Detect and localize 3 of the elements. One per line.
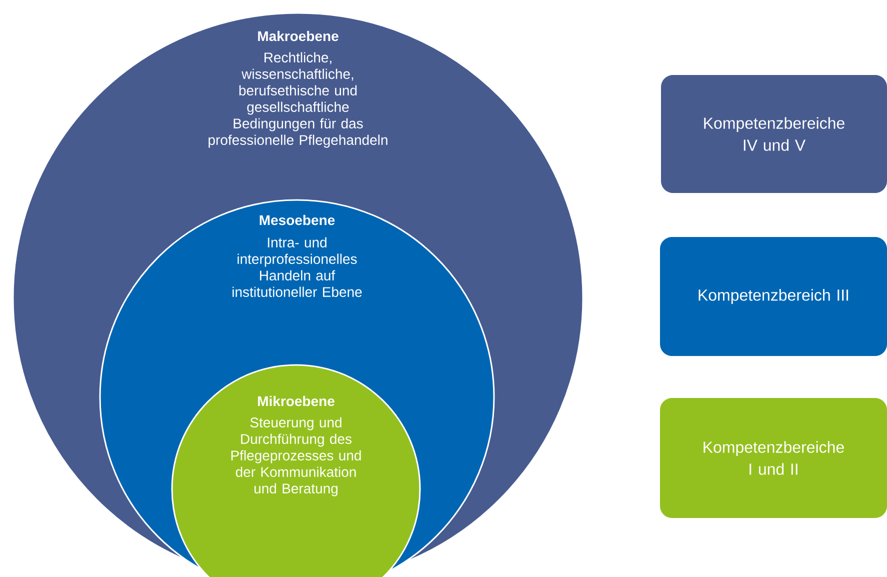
competence-box: Kompetenzbereich III: [660, 237, 887, 356]
competence-box: Kompetenzbereiche I und II: [660, 398, 887, 518]
competence-box: Kompetenzbereiche IV und V: [661, 75, 887, 193]
